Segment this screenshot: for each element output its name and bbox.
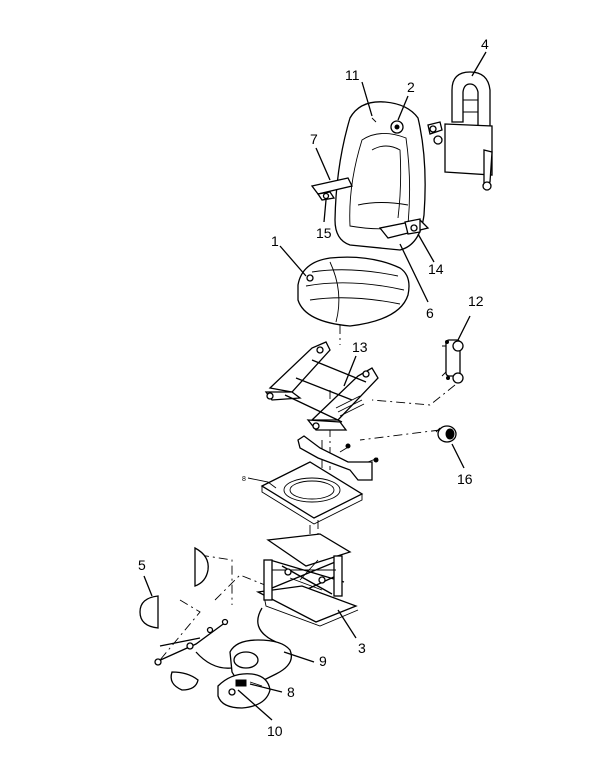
seat-cushion (297, 256, 410, 327)
callout-8: 8 (287, 684, 295, 700)
callout-4: 4 (481, 36, 489, 52)
leader-lines (143, 51, 487, 721)
side-cover-panels (139, 546, 209, 691)
callout-9: 9 (319, 653, 327, 669)
callout-16: 16 (457, 471, 473, 487)
backrest-frame (427, 71, 493, 191)
callout-5: 5 (138, 557, 146, 573)
suspension-scissor-base (255, 533, 359, 645)
wire-tag-label: 8 (242, 476, 246, 483)
callout-6: 6 (426, 305, 434, 321)
seat-frame-slide (264, 341, 379, 431)
control-linkage (154, 618, 233, 669)
backrest-cushion (334, 101, 426, 251)
swivel-base-plate: 8 (242, 461, 364, 525)
lever-handle-assembly (217, 639, 293, 709)
callout-12: 12 (468, 293, 484, 309)
callout-7: 7 (310, 131, 318, 147)
isolator-spring (441, 339, 464, 384)
callout-15: 15 (316, 225, 332, 241)
callout-14: 14 (428, 261, 444, 277)
callout-labels: 1 2 3 4 5 6 7 8 9 10 11 12 13 14 15 16 (138, 36, 489, 739)
armrests (310, 177, 430, 239)
callout-3: 3 (358, 640, 366, 656)
callout-10: 10 (267, 723, 283, 739)
adjustment-knob (435, 425, 457, 443)
callout-13: 13 (352, 339, 368, 355)
callout-11: 11 (345, 67, 360, 83)
mounting-bracket (297, 435, 379, 481)
callout-1: 1 (271, 233, 279, 249)
callout-2: 2 (407, 79, 415, 95)
